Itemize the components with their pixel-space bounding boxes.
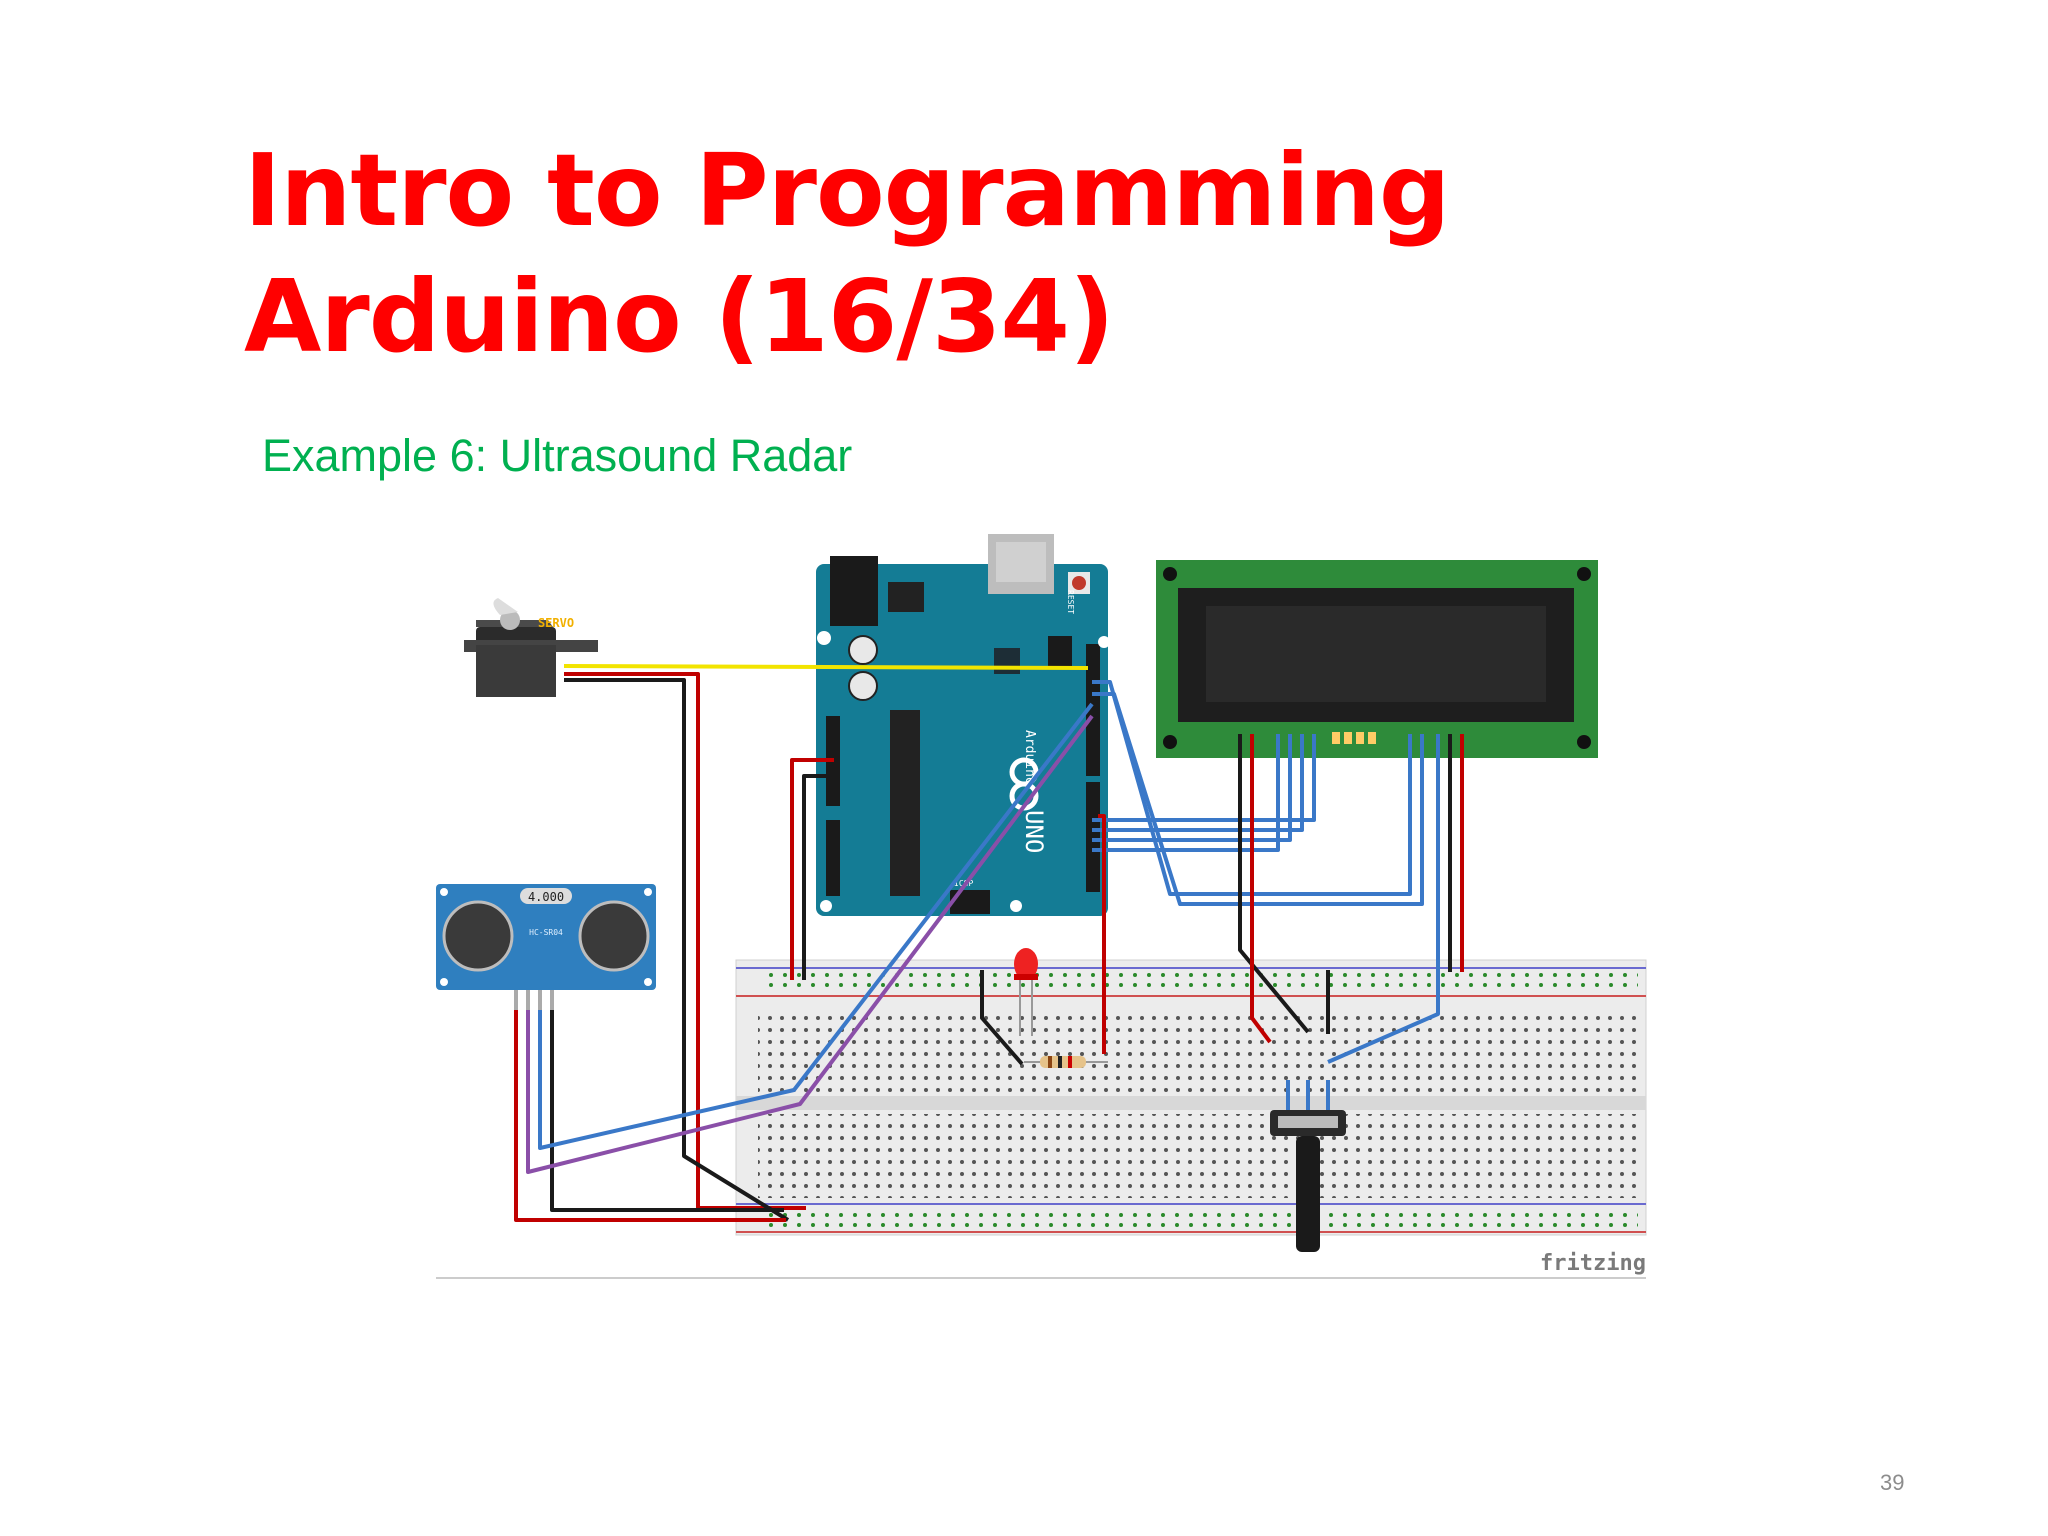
slide-subtitle: Example 6: Ultrasound Radar <box>262 430 853 481</box>
lcd-display <box>1156 560 1598 758</box>
wires <box>514 664 1464 1222</box>
wire-blue-trig <box>538 702 1094 1150</box>
servo-motor: SERVO <box>464 598 598 697</box>
wire-black-servo <box>564 678 790 1222</box>
wire-red-sensor <box>514 1010 786 1222</box>
wire-blue-lcd-5 <box>1092 734 1292 842</box>
board-name: Arduino <box>1022 730 1037 785</box>
arduino-uno-board: Arduino UNO RESET ICSP <box>816 534 1110 916</box>
wire-red-led <box>1098 814 1106 1054</box>
wire-blue-lcd-2 <box>1092 692 1424 906</box>
ultrasonic-sensor: 4.000 HC-SR04 <box>436 884 656 1010</box>
wire-blue-lcd-6 <box>1092 734 1280 852</box>
wire-black-gnd <box>802 774 834 980</box>
wire-black-sensor <box>550 1010 784 1212</box>
red-led <box>1014 948 1038 1036</box>
circuit-svg: SERVO 4.000 HC-SR04 <box>436 534 1647 1279</box>
wire-red-lcd-1 <box>1250 734 1272 1044</box>
title-line-2: Arduino (16/34) <box>244 258 1115 375</box>
fritzing-watermark: fritzing <box>1540 1251 1646 1276</box>
potentiometer <box>1270 1080 1346 1252</box>
circuit-diagram: SERVO 4.000 HC-SR04 <box>428 520 1648 1290</box>
wire-blue-lcd-1 <box>1092 680 1412 896</box>
wire-black-led <box>980 970 1024 1066</box>
slide-title: Intro to Programming Arduino (16/34) <box>244 128 1450 380</box>
wire-black-lcd-1 <box>1238 734 1310 1034</box>
wire-yellow-signal <box>563 664 1089 670</box>
resistor <box>1024 1056 1108 1068</box>
breadboard <box>735 959 1647 1236</box>
board-model: UNO <box>1020 810 1048 853</box>
sensor-model: HC-SR04 <box>529 928 563 937</box>
wire-blue-lcd-3 <box>1092 734 1316 822</box>
wire-blue-lcd-pot <box>1327 734 1440 1064</box>
servo-label: SERVO <box>538 616 574 630</box>
title-line-1: Intro to Programming <box>244 132 1450 249</box>
wire-purple-echo <box>526 714 1094 1174</box>
wire-red-5v <box>790 758 834 980</box>
reset-label: RESET <box>1066 590 1075 614</box>
wire-blue-lcd-4 <box>1092 734 1304 832</box>
sensor-display: 4.000 <box>528 890 564 904</box>
page-number: 39 <box>1880 1470 1905 1495</box>
